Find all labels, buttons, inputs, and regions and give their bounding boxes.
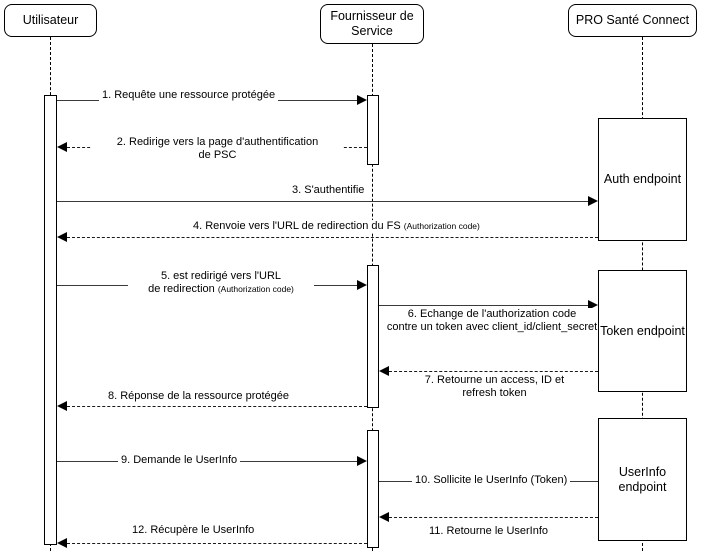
- endpoint-auth[interactable]: Auth endpoint: [598, 118, 687, 241]
- message-7-text-line1: 7. Retourne un access, ID et: [424, 374, 565, 386]
- activation-bar-fournisseur-2: [367, 265, 379, 408]
- message-4-label: 4. Renvoie vers l'URL de redirection du …: [190, 220, 483, 233]
- endpoint-auth-label: Auth endpoint: [603, 172, 682, 186]
- participant-utilisateur-label: Utilisateur: [22, 13, 79, 27]
- message-3-arrowhead: [588, 196, 598, 206]
- message-10-text: 10. Sollicite le UserInfo (Token): [415, 474, 568, 486]
- message-2-arrowhead: [57, 142, 67, 152]
- message-5-label: 5. est redirigé vers l'URL de redirectio…: [128, 270, 314, 296]
- participant-pro-sante-connect[interactable]: PRO Santé Connect: [568, 4, 697, 37]
- message-7-line: [389, 371, 598, 372]
- message-12-text: 12. Récupère le UserInfo: [132, 524, 255, 536]
- activation-bar-utilisateur: [44, 95, 57, 545]
- message-5-text-line1: 5. est redirigé vers l'URL: [160, 270, 282, 282]
- message-11-text: 11. Retourne le UserInfo: [429, 525, 549, 537]
- message-9-label: 9. Demande le UserInfo: [118, 454, 241, 467]
- message-2-label: 2. Redirige vers la page d'authentificat…: [92, 136, 343, 162]
- message-6-line: [379, 305, 588, 306]
- message-11-arrowhead: [379, 512, 389, 522]
- message-12-line: [67, 543, 367, 544]
- message-3-line: [57, 201, 588, 202]
- message-12-arrowhead: [57, 538, 67, 548]
- message-11-line: [389, 517, 598, 518]
- message-11-label: 11. Retourne le UserInfo: [426, 525, 552, 538]
- message-2-text-line1: 2. Redirige vers la page d'authentificat…: [116, 136, 319, 148]
- message-4-text: 4. Renvoie vers l'URL de redirection du …: [193, 220, 401, 232]
- message-5-text-line2: de redirection: [148, 283, 215, 295]
- message-7-text-line2: refresh token: [462, 387, 527, 399]
- participant-fournisseur-de-service[interactable]: Fournisseur de Service: [320, 4, 424, 44]
- message-4-line: [67, 237, 598, 238]
- message-8-label: 8. Réponse de la ressource protégée: [105, 390, 293, 403]
- endpoint-userinfo[interactable]: UserInfo endpoint: [598, 418, 687, 541]
- message-12-label: 12. Récupère le UserInfo: [129, 524, 258, 537]
- message-8-line: [67, 406, 367, 407]
- participant-utilisateur[interactable]: Utilisateur: [4, 4, 97, 37]
- message-8-arrowhead: [57, 401, 67, 411]
- message-9-arrowhead: [357, 456, 367, 466]
- activation-bar-fournisseur-3: [367, 430, 379, 548]
- message-8-text: 8. Réponse de la ressource protégée: [108, 390, 290, 402]
- message-5-arrowhead: [357, 280, 367, 290]
- message-2-text-line2: de PSC: [198, 149, 237, 161]
- message-6-arrowhead: [588, 300, 598, 310]
- activation-bar-fournisseur-1: [367, 95, 379, 165]
- message-7-label: 7. Retourne un access, ID et refresh tok…: [389, 374, 600, 400]
- endpoint-token[interactable]: Token endpoint: [598, 270, 687, 392]
- participant-psc-label: PRO Santé Connect: [575, 13, 690, 27]
- message-1-arrowhead: [357, 95, 367, 105]
- message-9-text: 9. Demande le UserInfo: [121, 454, 238, 466]
- message-4-arrowhead: [57, 232, 67, 242]
- message-1-label: 1. Requête une ressource protégée: [99, 89, 279, 102]
- message-6-text-line2: contre un token avec client_id/client_se…: [386, 321, 598, 333]
- message-7-arrowhead: [379, 366, 389, 376]
- message-1-text: 1. Requête une ressource protégée: [102, 89, 276, 101]
- message-10-label: 10. Sollicite le UserInfo (Token): [412, 474, 571, 487]
- participant-fournisseur-label: Fournisseur de Service: [330, 9, 414, 38]
- endpoint-userinfo-label: UserInfo endpoint: [618, 464, 667, 494]
- message-5-annotation: (Authorization code): [217, 284, 294, 294]
- message-6-label: 6. Echange de l'authorization code contr…: [383, 308, 601, 334]
- message-3-text: 3. S'authentifie: [292, 184, 365, 196]
- message-6-text-line1: 6. Echange de l'authorization code: [407, 308, 577, 320]
- message-3-label: 3. S'authentifie: [289, 184, 368, 197]
- message-4-annotation: (Authorization code): [403, 221, 480, 231]
- endpoint-token-label: Token endpoint: [600, 323, 685, 338]
